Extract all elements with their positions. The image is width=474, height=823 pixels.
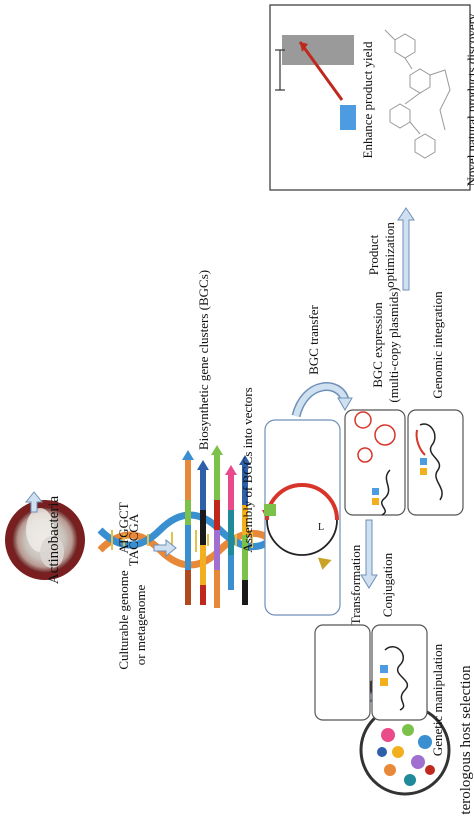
chromosome-icon-1: [380, 645, 408, 711]
bgc-clusters-label: Biosynthetic gene clusters (BGCs): [196, 270, 211, 450]
transformation-arrow: [360, 519, 378, 589]
enhance-yield-label: Enhance product yield: [360, 41, 375, 158]
multicopy-plasmids-icon: [354, 411, 396, 516]
actinobacteria-label: Actinobacteria: [46, 496, 62, 585]
host-cell-box-empty: [314, 624, 371, 721]
assembly-label: Assembly of BGCs into vectors: [240, 387, 255, 552]
integrated-chromosome-icon: [415, 423, 443, 501]
flow-arrow-1: [24, 491, 44, 513]
culture-plate-icon: [5, 500, 85, 580]
dna-sequence-top: ATGGCT: [116, 502, 131, 553]
host-selection-label: terologous host selection: [458, 665, 474, 815]
genetic-manipulation-label: Genetic manipulation: [430, 643, 445, 756]
expression-box: [344, 409, 406, 516]
conjugation-label: Conjugation: [380, 552, 395, 617]
dna-sequence-bottom: TACCGA: [126, 513, 141, 566]
flow-arrow-2: [153, 538, 177, 558]
genome-label-line1: Culturable genome: [116, 570, 131, 670]
integration-box: [407, 409, 464, 516]
svg-text:L: L: [318, 522, 324, 533]
bottom-cut-text: Novel natural products discovery: [464, 13, 474, 186]
bgc-transfer-label: BGC transfer: [306, 304, 321, 374]
plasmid-icon: L: [262, 483, 339, 570]
genomic-integration-label: Genomic integration: [430, 291, 445, 399]
bgc-expression-label-1: BGC expression: [370, 302, 385, 388]
plasmid-box: [264, 419, 341, 616]
product-optimization-label-1: Product: [366, 234, 381, 275]
bgc-expression-label-2: (multi-copy plasmids): [386, 287, 401, 402]
genome-label-line2: or metagenome: [133, 585, 148, 666]
molecule-structure-icon: [384, 29, 451, 159]
transformation-label: Transformation: [348, 544, 363, 625]
product-optimization-label-2: optimization: [382, 222, 397, 288]
bgc-gene-clusters-icon: [182, 445, 251, 608]
product-optimization-arrow: [397, 207, 415, 291]
yield-bar-chart-icon: [275, 35, 356, 130]
